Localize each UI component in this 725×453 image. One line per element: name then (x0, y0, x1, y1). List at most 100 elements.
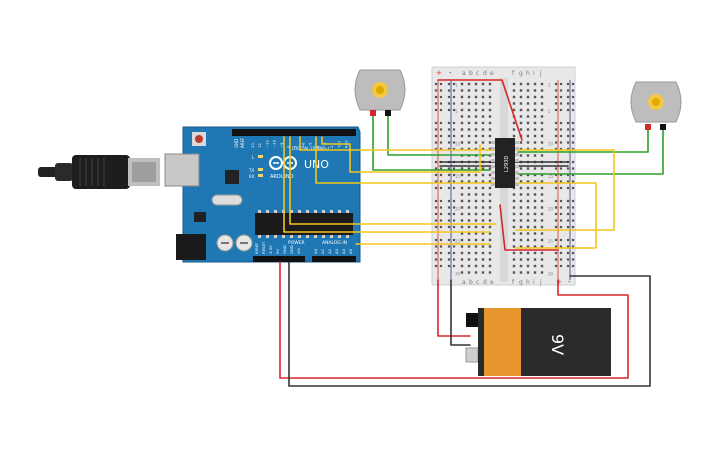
digital-pin-label: 4 (315, 145, 320, 148)
digital-pin-label: ~6 (300, 142, 305, 148)
wire-green-right-motor-b[interactable] (517, 129, 664, 175)
power-pin-label: 3.3V (268, 245, 273, 254)
column-label: a (462, 70, 466, 77)
row-label: 5 (548, 109, 551, 114)
led-label-rx: RX (249, 174, 255, 179)
column-label: b (469, 279, 473, 286)
analog-label: ANALOG IN (322, 240, 347, 246)
battery-label: 9V (548, 334, 567, 355)
row-label: 25 (548, 239, 554, 244)
wire-yellow-2[interactable] (315, 136, 597, 249)
digital-pin-label: 12 (257, 143, 262, 148)
row-label: 20 (455, 207, 461, 212)
analog-header[interactable] (312, 256, 356, 262)
dc-motor-left[interactable] (354, 69, 406, 116)
wire-yellow-1[interactable] (299, 136, 615, 231)
chip-label: L293D (504, 156, 510, 172)
dc-motor-right[interactable] (630, 81, 682, 130)
digital-pin-label: 2 (329, 145, 334, 148)
wire-black-ground-loop[interactable] (288, 261, 651, 387)
usb-cable[interactable] (38, 155, 160, 189)
wire-red-battery-plus[interactable] (437, 279, 471, 337)
column-label: i (533, 279, 535, 286)
column-label: g (519, 70, 523, 77)
digital-header[interactable] (232, 129, 356, 136)
analog-pin-label: A1 (320, 248, 325, 254)
column-label: c (476, 279, 479, 286)
board-brand-label: ARDUINO (270, 174, 294, 180)
analog-pin-label: A2 (327, 248, 332, 254)
wire-yellow-3[interactable] (321, 136, 481, 173)
battery-9v[interactable]: 9V (465, 308, 611, 376)
rail-plus-label-right: + (556, 278, 562, 286)
power-pin-label: Vin (296, 247, 301, 254)
row-label: 15 (548, 174, 554, 179)
led-label-tx: TX (248, 168, 254, 173)
analog-pin-label: A5 (348, 248, 353, 254)
row-label: 25 (455, 239, 461, 244)
row-label: 10 (548, 142, 554, 147)
wire-red-rail-to-chip[interactable] (437, 79, 523, 141)
crystal (211, 194, 243, 206)
digital-pin-label: ~10 (272, 139, 277, 148)
column-label: f (512, 70, 515, 77)
row-label: 20 (548, 207, 554, 212)
wire-yellow-4[interactable] (289, 136, 497, 225)
power-pin-label: GND (289, 245, 294, 254)
gnd-label: GND (234, 139, 239, 148)
digital-pin-label: 7 (293, 145, 298, 148)
row-label: 1 (455, 83, 458, 88)
wire-green-left-motor-b[interactable] (387, 115, 491, 156)
row-label: 10 (455, 142, 461, 147)
column-label: d (483, 70, 487, 77)
power-label: POWER (288, 240, 305, 246)
analog-pin-label: A4 (341, 248, 346, 254)
wire-green-left-motor-a[interactable] (372, 115, 491, 171)
column-label: e (490, 279, 494, 286)
column-label: j (539, 70, 542, 77)
column-label: i (533, 70, 535, 77)
breadboard-holes (434, 82, 575, 274)
column-label: e (490, 70, 494, 77)
analog-pin-label: A0 (313, 248, 318, 254)
digital-pin-label: ~5 (308, 142, 313, 148)
row-label: 1 (548, 83, 551, 88)
wires[interactable] (279, 79, 664, 387)
power-pin-label: GND (282, 245, 287, 254)
column-label: h (526, 279, 530, 286)
motor-driver-chip[interactable]: L293D (491, 138, 519, 188)
digital-pin-label: ~11 (264, 139, 269, 148)
column-label: b (469, 70, 473, 77)
row-label: 30 (455, 272, 461, 277)
column-label: a (462, 279, 466, 286)
column-label: h (526, 70, 530, 77)
wire-yellow-5[interactable] (283, 136, 491, 233)
rail-plus-label-left: + (436, 69, 442, 77)
aref-label: AREF (240, 137, 245, 148)
column-label: d (483, 279, 487, 286)
digital-pin-label: ~9 (279, 142, 284, 148)
digital-label: DIGITAL (PWM~) (292, 146, 330, 152)
wire-red-power-loop[interactable] (279, 261, 629, 379)
power-pin-label: IOREF (254, 243, 259, 254)
row-label: 15 (455, 174, 461, 179)
column-label: g (519, 279, 523, 286)
rail-minus-label-right: - (568, 278, 571, 286)
analog-pin-label: A3 (334, 248, 339, 254)
wire-black-battery-minus[interactable] (450, 279, 471, 346)
led-label-l: L (252, 155, 255, 161)
wire-green-right-motor-a[interactable] (517, 129, 649, 153)
power-header[interactable] (253, 256, 305, 262)
digital-pin-label: 8 (286, 145, 291, 148)
arduino-uno-board[interactable]: UNO ARDUINO DIGITAL (PWM~) POWER ANALOG … (164, 126, 361, 263)
row-label: 5 (455, 109, 458, 114)
rail-minus-label-left: - (449, 69, 452, 77)
wire-red-chip-to-rail[interactable] (499, 204, 559, 251)
digital-pin-label: ~3 (322, 142, 327, 148)
dc-jack (176, 234, 206, 260)
